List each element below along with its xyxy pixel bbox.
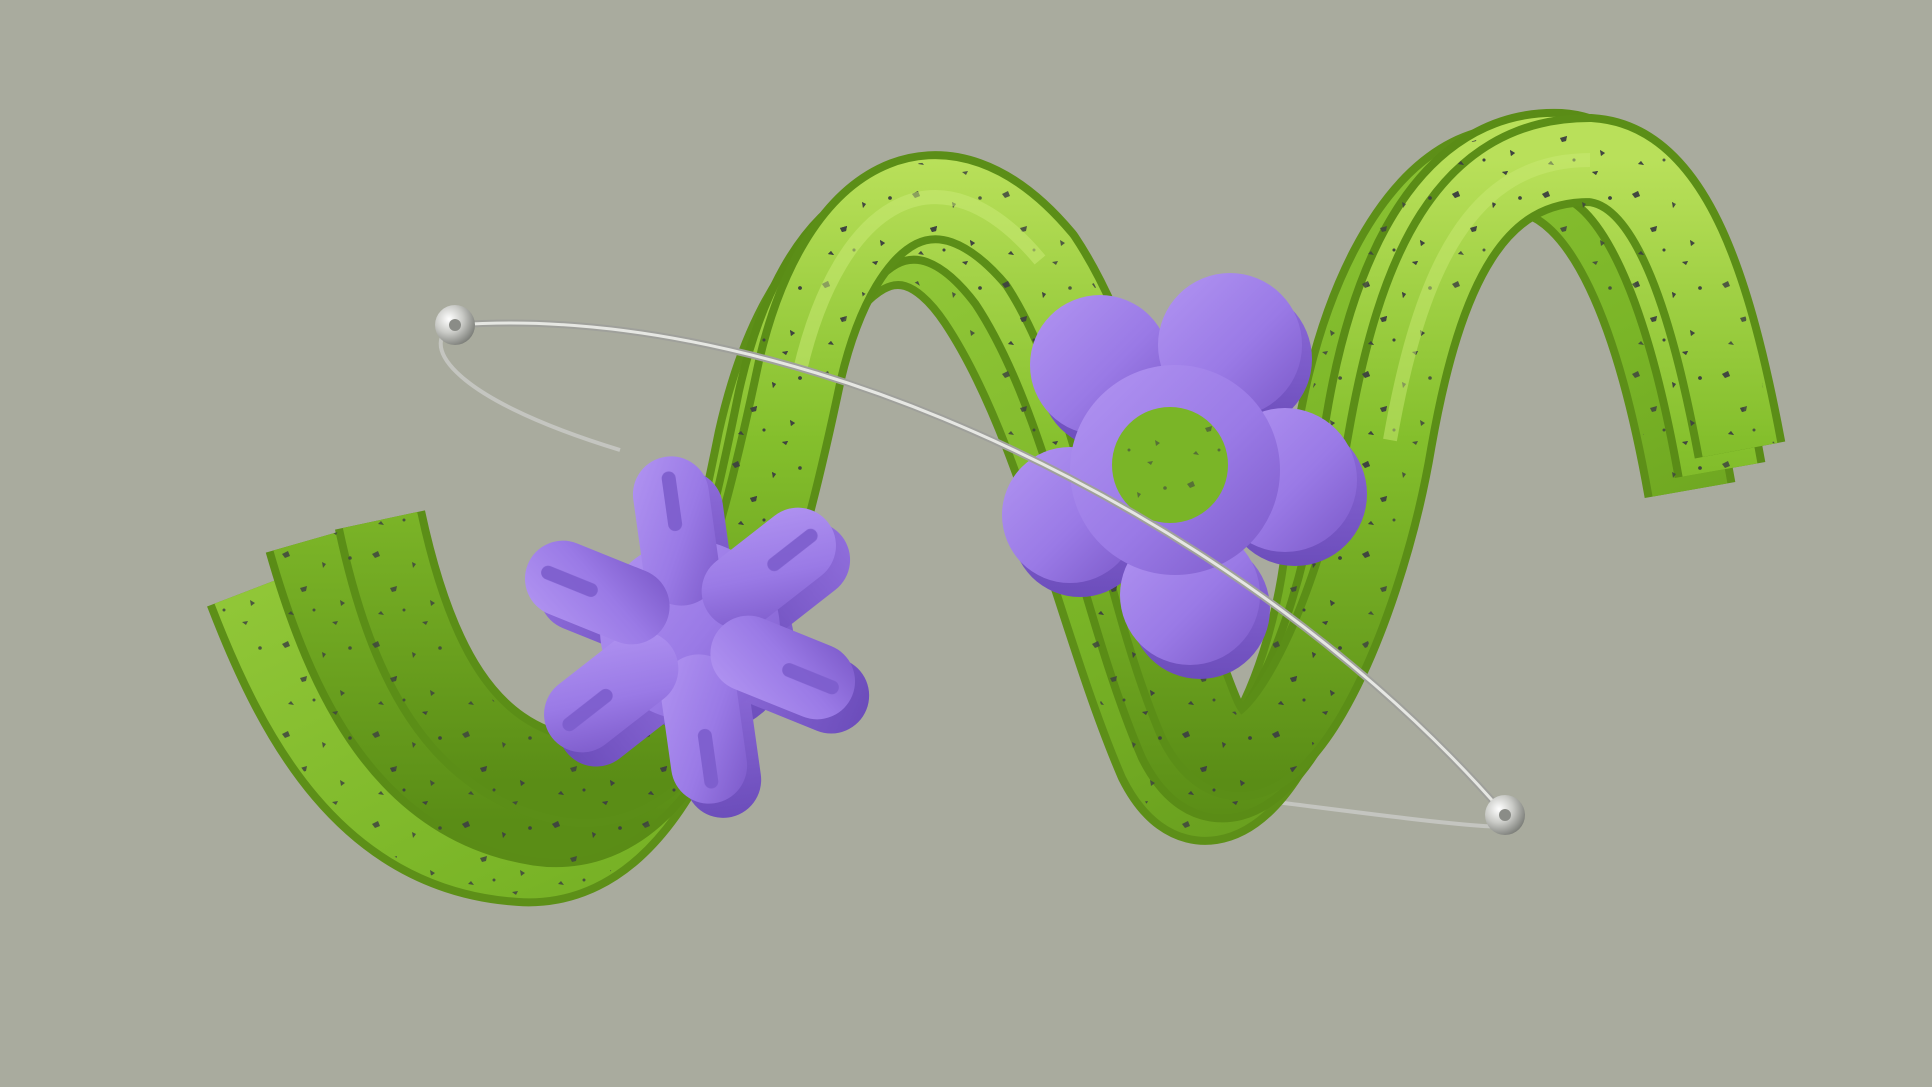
metal-ring [435, 305, 1525, 835]
purple-flower [1002, 273, 1367, 679]
green-triple-tube-wave [207, 108, 1786, 907]
purple-asterisk [524, 456, 870, 818]
